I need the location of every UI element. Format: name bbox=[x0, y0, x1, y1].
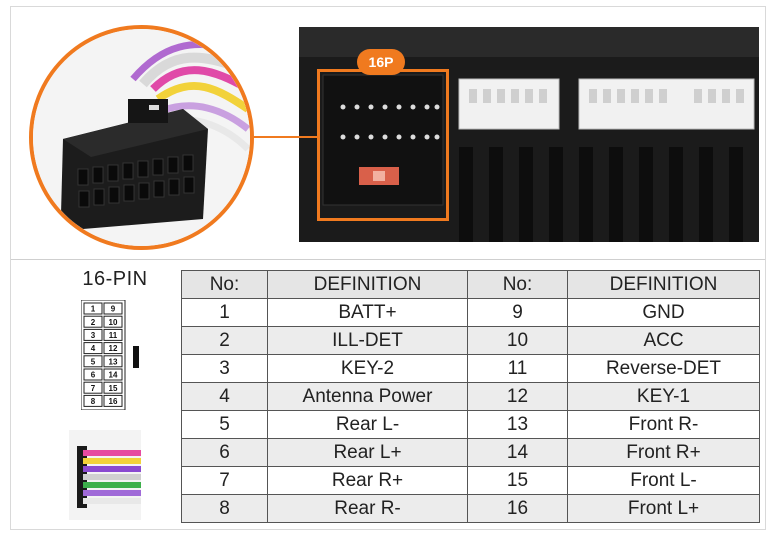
pin-definition-cell: KEY-1 bbox=[567, 382, 760, 411]
rear-connectors-illustration bbox=[299, 27, 759, 242]
pin-number-cell: 9 bbox=[467, 298, 568, 327]
pin-cell bbox=[83, 381, 103, 394]
pin-number-label: 9 bbox=[111, 305, 116, 314]
pin-cell bbox=[83, 368, 103, 381]
pin-cell bbox=[83, 394, 103, 407]
pin-number-label: 6 bbox=[91, 371, 96, 380]
pin-cell bbox=[103, 315, 123, 328]
pin-number-cell: 2 bbox=[181, 326, 268, 355]
pin-definition-cell: BATT+ bbox=[267, 298, 468, 327]
pin-layout-diagram: 1 9 2 10 3 11 4 12 5 13 6 14 7 15 8 16 bbox=[81, 300, 139, 410]
pin-number-label: 10 bbox=[109, 318, 118, 327]
pin-cell bbox=[103, 328, 123, 341]
pin-cell bbox=[103, 381, 123, 394]
pin-number-cell: 16 bbox=[467, 494, 568, 523]
pin-cell bbox=[83, 355, 103, 368]
pin-cell bbox=[83, 302, 103, 315]
pin-number-label: 14 bbox=[109, 371, 118, 380]
pin-cell bbox=[83, 315, 103, 328]
harness-plug-illustration bbox=[33, 29, 250, 246]
pin-definition-cell: Front R- bbox=[567, 410, 760, 439]
pin-definition-cell: ACC bbox=[567, 326, 760, 355]
pin-number-cell: 8 bbox=[181, 494, 268, 523]
pin-definition-cell: Rear L- bbox=[267, 410, 468, 439]
pin-definition-cell: Rear R+ bbox=[267, 466, 468, 495]
head-unit-rear-photo: 16P bbox=[299, 27, 759, 242]
pin-number-label: 5 bbox=[91, 357, 96, 366]
pin-definition-cell: KEY-2 bbox=[267, 354, 468, 383]
pin-cell bbox=[83, 328, 103, 341]
header-definition-right: DEFINITION bbox=[567, 270, 760, 299]
pin-cell bbox=[83, 342, 103, 355]
pin-grid: 1 9 2 10 3 11 4 12 5 13 6 14 7 15 8 16 bbox=[83, 302, 123, 407]
keying-tab bbox=[133, 346, 139, 368]
pin-number-cell: 7 bbox=[181, 466, 268, 495]
pin-number-cell: 4 bbox=[181, 382, 268, 411]
pin-definition-cell: Rear R- bbox=[267, 494, 468, 523]
pin-number-cell: 11 bbox=[467, 354, 568, 383]
pin-number-label: 7 bbox=[91, 384, 96, 393]
pin-cell bbox=[103, 355, 123, 368]
pin-definition-cell: Front L- bbox=[567, 466, 760, 495]
pin-number-cell: 14 bbox=[467, 438, 568, 467]
photo-section: 16P bbox=[11, 7, 765, 259]
pin-number-cell: 12 bbox=[467, 382, 568, 411]
pin-number-label: 16 bbox=[109, 397, 118, 406]
pin-definition-cell: Front R+ bbox=[567, 438, 760, 467]
header-no-right: No: bbox=[467, 270, 568, 299]
wire-bundle-illustration bbox=[69, 430, 141, 520]
pin-cell bbox=[103, 368, 123, 381]
pin-definition-cell: ILL-DET bbox=[267, 326, 468, 355]
pin-cell bbox=[103, 302, 123, 315]
pin-number-label: 4 bbox=[91, 344, 96, 353]
pin-definition-cell: Antenna Power bbox=[267, 382, 468, 411]
pin-definition-cell: Reverse-DET bbox=[567, 354, 760, 383]
pin-number-label: 11 bbox=[109, 331, 118, 340]
socket-highlight-box bbox=[317, 69, 449, 221]
pin-number-cell: 3 bbox=[181, 354, 268, 383]
pin-number-cell: 15 bbox=[467, 466, 568, 495]
pin-definition-cell: GND bbox=[567, 298, 760, 327]
pin-number-label: 1 bbox=[91, 305, 96, 314]
pin-cell bbox=[103, 342, 123, 355]
connector-label-badge: 16P bbox=[357, 49, 405, 75]
pin-number-label: 12 bbox=[109, 344, 118, 353]
pin-number-cell: 6 bbox=[181, 438, 268, 467]
pin-number-label: 13 bbox=[109, 357, 118, 366]
pin-number-cell: 1 bbox=[181, 298, 268, 327]
harness-plug-photo bbox=[29, 25, 254, 250]
header-no-left: No: bbox=[181, 270, 268, 299]
header-definition-left: DEFINITION bbox=[267, 270, 468, 299]
pin-number-label: 2 bbox=[91, 318, 96, 327]
pin-number-cell: 5 bbox=[181, 410, 268, 439]
pin-number-label: 15 bbox=[109, 384, 118, 393]
pin-definition-cell: Front L+ bbox=[567, 494, 760, 523]
pin-number-label: 3 bbox=[91, 331, 96, 340]
pin-number-label: 8 bbox=[91, 397, 96, 406]
pin-cell bbox=[103, 394, 123, 407]
pin-definition-cell: Rear L+ bbox=[267, 438, 468, 467]
pin-number-cell: 13 bbox=[467, 410, 568, 439]
pinout-title: 16-PIN bbox=[82, 268, 148, 290]
harness-wires-photo bbox=[69, 430, 141, 520]
table-header-row: No: DEFINITION No: DEFINITION bbox=[181, 270, 760, 299]
pin-number-cell: 10 bbox=[467, 326, 568, 355]
